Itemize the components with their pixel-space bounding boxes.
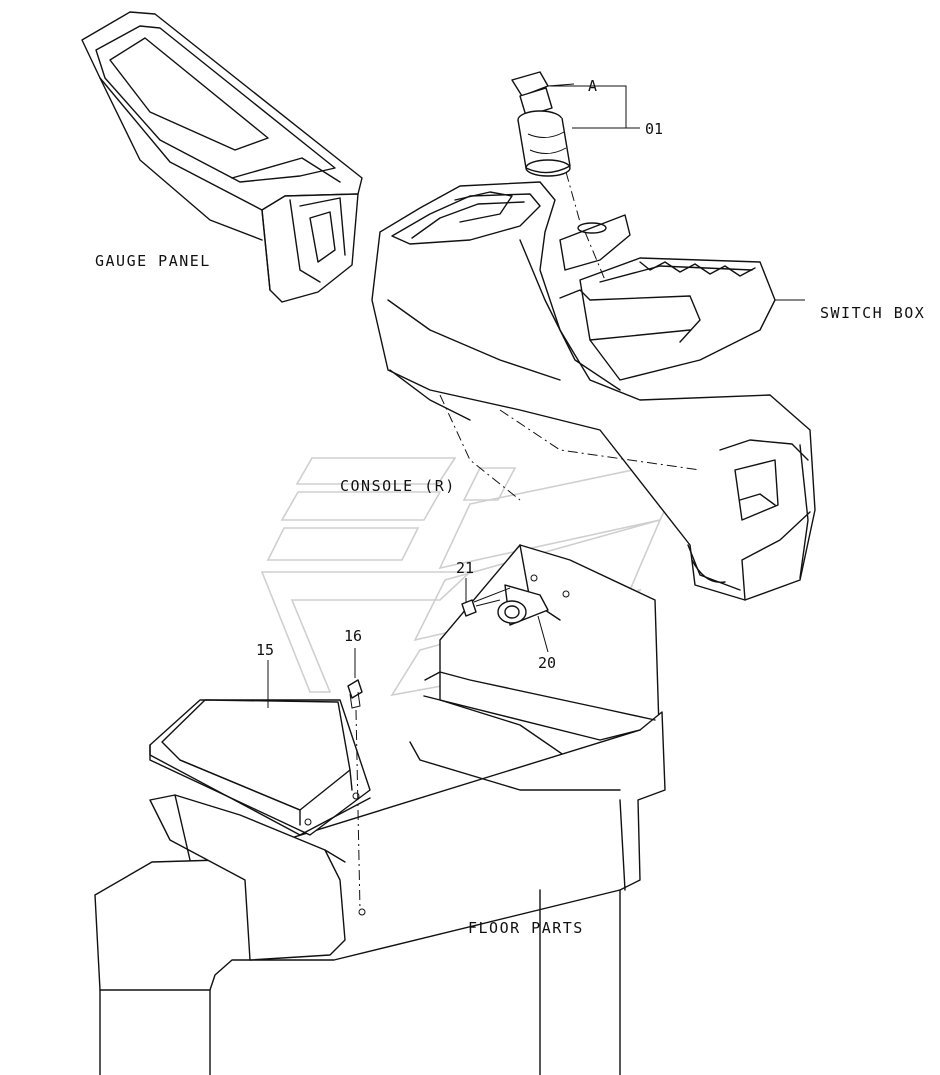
console-drawing [371, 181, 816, 601]
label-console-r: CONSOLE (R) [340, 477, 456, 495]
bolt-drawing [347, 679, 366, 916]
callout-15: 15 [256, 641, 274, 659]
control-box-drawing [149, 699, 371, 836]
callout-01: 01 [645, 120, 663, 138]
callout-01-leaders [550, 85, 640, 129]
label-switch-box: SWITCH BOX [820, 304, 925, 322]
label-floor-parts: FLOOR PARTS [468, 919, 584, 937]
callout-21: 21 [456, 559, 474, 577]
callout-20: 20 [538, 654, 556, 672]
label-gauge-panel: GAUGE PANEL [95, 252, 211, 270]
floor-parts-drawing [94, 671, 666, 1075]
callout-16: 16 [344, 627, 362, 645]
callout-leaders [267, 299, 805, 708]
callout-a: A [588, 77, 597, 95]
key-switch-drawing [511, 71, 575, 177]
switch-box-drawing [559, 171, 776, 381]
horn-bracket-drawing [439, 544, 661, 781]
gauge-panel-drawing [81, 11, 363, 303]
